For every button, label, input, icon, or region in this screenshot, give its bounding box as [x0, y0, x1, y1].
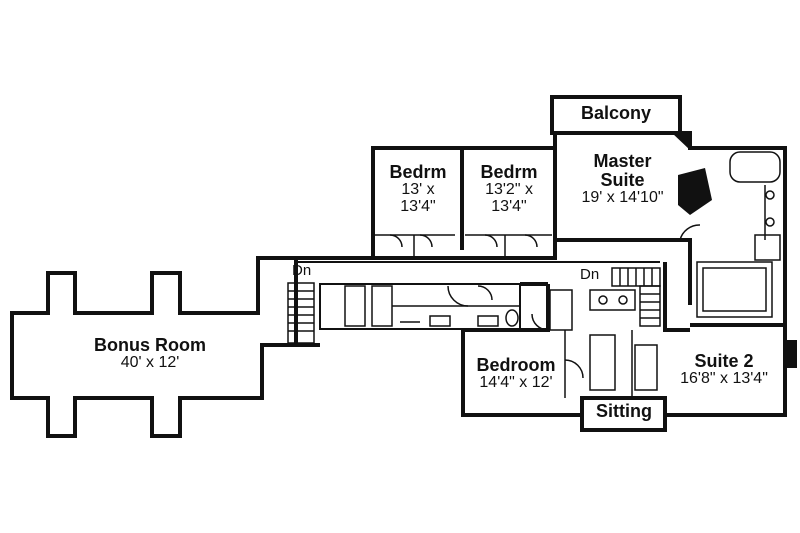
room-dimensions: 19' x 14'10"	[581, 188, 664, 206]
master-walls	[550, 95, 787, 327]
room-dimensions: 14'4" x 12'	[479, 373, 553, 391]
room-bedrm-1: Bedrm 13' x 13'4"	[375, 163, 461, 215]
room-bedroom: Bedroom 14'4" x 12'	[466, 356, 566, 392]
stair-down-label-right: Dn	[580, 266, 600, 283]
center-baths	[344, 285, 520, 327]
room-name: Sitting	[596, 401, 652, 421]
stair-down-label-left: Dn	[292, 262, 312, 279]
corridor-walls	[296, 256, 660, 347]
room-dimensions: 13'2" x	[485, 180, 533, 198]
room-master-suite: Master Suite 19' x 14'10"	[555, 152, 690, 207]
master-fireplace	[672, 133, 712, 215]
room-name: Master	[593, 151, 652, 171]
room-dimensions: 13'4"	[491, 197, 527, 215]
room-dimensions: 16'8" x 13'4"	[680, 369, 768, 387]
left-stair	[287, 282, 315, 344]
room-dimensions: 13'4"	[400, 197, 436, 215]
upper-closets	[375, 234, 552, 258]
room-name: Bedrm	[480, 162, 538, 182]
room-balcony: Balcony	[560, 104, 672, 123]
room-name: Bedroom	[476, 355, 556, 375]
right-stair	[611, 267, 661, 327]
master-bath	[679, 151, 781, 318]
room-dimensions: 13' x	[401, 180, 435, 198]
room-bonus: Bonus Room 40' x 12'	[70, 336, 230, 372]
room-name: Balcony	[580, 103, 652, 123]
room-sitting: Sitting	[584, 402, 664, 421]
room-name: Suite	[600, 169, 645, 190]
room-suite-2: Suite 2 16'8" x 13'4"	[665, 352, 783, 388]
room-name: Bedrm	[389, 162, 447, 182]
room-dimensions: 40' x 12'	[120, 353, 180, 371]
room-bedrm-2: Bedrm 13'2" x 13'4"	[464, 163, 554, 215]
lower-wing-walls	[461, 262, 787, 432]
room-name: Bonus Room	[94, 335, 206, 355]
room-name: Suite 2	[694, 351, 754, 371]
lower-fixtures	[531, 289, 658, 398]
